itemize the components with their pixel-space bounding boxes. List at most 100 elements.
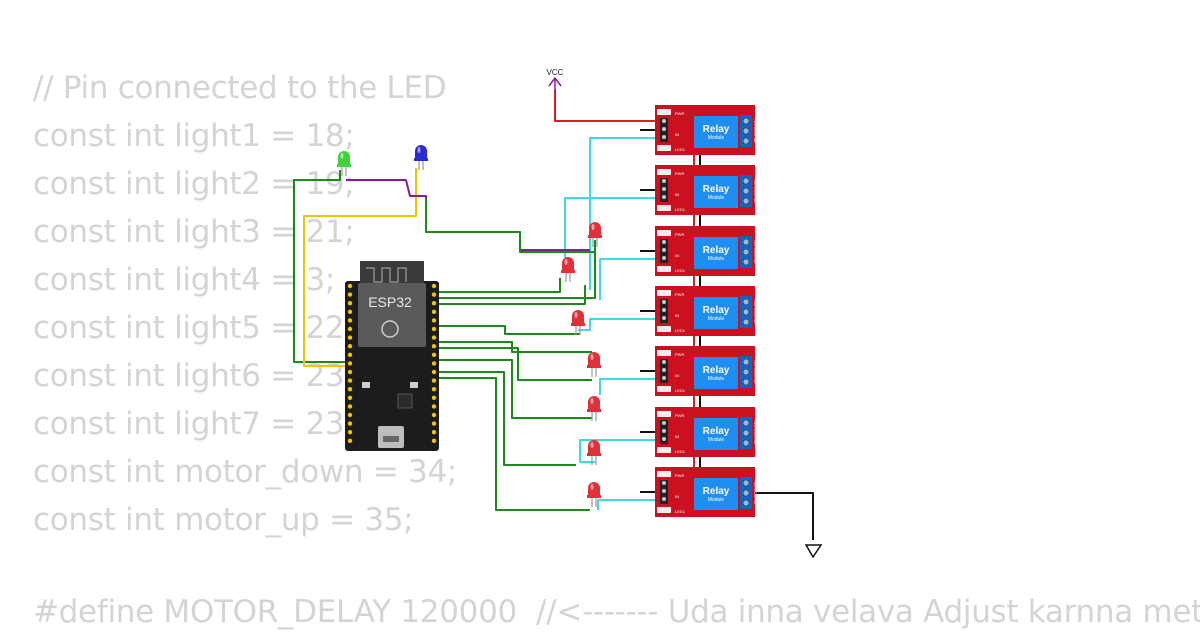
led-pwr bbox=[657, 350, 671, 356]
pin-label-led1: LED1 bbox=[675, 449, 686, 454]
antenna-trace bbox=[366, 267, 407, 283]
leds bbox=[337, 145, 602, 507]
esp32-board[interactable]: ESP32 bbox=[345, 261, 439, 451]
pin-label-led1: LED1 bbox=[675, 207, 686, 212]
pin-label-led1: LED1 bbox=[675, 509, 686, 514]
led-dome bbox=[589, 222, 601, 236]
pin-label-in: IN bbox=[675, 253, 679, 258]
code-line: const int light5 = 22; bbox=[33, 310, 355, 346]
pin-left bbox=[347, 292, 353, 297]
led-highlight bbox=[591, 224, 595, 230]
wire-relay-signal bbox=[579, 439, 655, 463]
wire-relay-signal bbox=[578, 318, 655, 331]
vcc-arrow-icon bbox=[548, 76, 562, 87]
wire-gpio bbox=[434, 347, 592, 381]
pin-left bbox=[347, 361, 353, 366]
pin bbox=[662, 300, 666, 304]
led-highlight bbox=[564, 259, 568, 265]
code-line: const int light4 = 3; bbox=[33, 262, 336, 298]
terminal-screw bbox=[742, 419, 750, 427]
pin-right bbox=[431, 344, 437, 349]
led-highlight bbox=[590, 442, 594, 448]
pin bbox=[662, 437, 666, 441]
pin-label-pwr: PWR bbox=[675, 171, 684, 176]
pin bbox=[662, 135, 666, 139]
wire-gpio bbox=[434, 278, 561, 293]
pin-left bbox=[347, 378, 353, 383]
pin-left bbox=[347, 412, 353, 418]
pin-right bbox=[431, 421, 437, 426]
code-line: const int light6 = 23; bbox=[33, 358, 355, 394]
led-base bbox=[587, 495, 601, 498]
led-dome bbox=[572, 310, 584, 324]
pin bbox=[662, 489, 666, 493]
relay-title: Relay bbox=[703, 486, 730, 497]
pin-right bbox=[431, 352, 437, 357]
led-highlight bbox=[590, 354, 594, 360]
pin-label-led1: LED1 bbox=[675, 147, 686, 152]
led-pwr bbox=[657, 169, 671, 175]
wire-vcc bbox=[554, 90, 655, 122]
wire-led-blue bbox=[303, 168, 417, 367]
pin bbox=[662, 256, 666, 260]
pin-left bbox=[347, 283, 353, 289]
pin-label-pwr: PWR bbox=[675, 232, 684, 237]
terminal-screw bbox=[742, 298, 750, 306]
pin-right bbox=[431, 326, 437, 332]
code-line: const int light7 = 23; bbox=[33, 406, 355, 442]
pin bbox=[662, 248, 666, 252]
led-red bbox=[561, 257, 575, 282]
relay-title: Relay bbox=[703, 184, 730, 195]
relay-body bbox=[694, 297, 738, 329]
pin-right bbox=[431, 369, 437, 375]
wire-gpio bbox=[434, 240, 596, 299]
relay-body bbox=[694, 357, 738, 389]
wire-gpio bbox=[434, 285, 586, 305]
led-highlight bbox=[590, 398, 594, 404]
relay-body bbox=[694, 176, 738, 208]
pin bbox=[662, 360, 666, 364]
pin-left bbox=[347, 421, 353, 426]
pin-label-led1: LED1 bbox=[675, 388, 686, 393]
pin bbox=[662, 240, 666, 244]
pin bbox=[662, 308, 666, 312]
led-pwr bbox=[657, 411, 671, 417]
pin bbox=[662, 376, 666, 380]
led-red bbox=[587, 440, 601, 465]
terminal-screw bbox=[742, 358, 750, 366]
led-red bbox=[587, 352, 601, 377]
vcc-label: VCC bbox=[547, 68, 564, 77]
led-pwr bbox=[657, 230, 671, 236]
led-base bbox=[587, 409, 601, 412]
led-base bbox=[337, 164, 351, 167]
pin bbox=[662, 368, 666, 372]
led-red bbox=[587, 396, 601, 421]
terminal-screw bbox=[742, 429, 750, 437]
relay-title: Relay bbox=[703, 245, 730, 256]
relay-subtitle: Module bbox=[708, 135, 725, 141]
pin-left bbox=[347, 438, 353, 443]
pin-right bbox=[431, 361, 437, 366]
led-green bbox=[337, 151, 351, 176]
terminal-screw bbox=[742, 238, 750, 246]
pin-left bbox=[347, 335, 353, 340]
terminal-screw bbox=[742, 308, 750, 316]
code-line: const int light1 = 18; bbox=[33, 118, 355, 154]
pin-left bbox=[347, 309, 353, 314]
led-dome bbox=[588, 396, 600, 410]
led-dome bbox=[588, 482, 600, 496]
usb-slot bbox=[383, 436, 399, 442]
terminal-screw bbox=[742, 479, 750, 487]
led-red bbox=[571, 310, 585, 335]
pin-left bbox=[347, 369, 353, 375]
relay-subtitle: Module bbox=[708, 256, 725, 262]
pin bbox=[662, 481, 666, 485]
define-line: #define MOTOR_DELAY 120000 //<------- Ud… bbox=[33, 594, 1200, 630]
terminal-label: NO COM NC bbox=[753, 240, 758, 263]
code-line: const int light3 = 21; bbox=[33, 214, 355, 250]
pin-left bbox=[347, 387, 353, 392]
